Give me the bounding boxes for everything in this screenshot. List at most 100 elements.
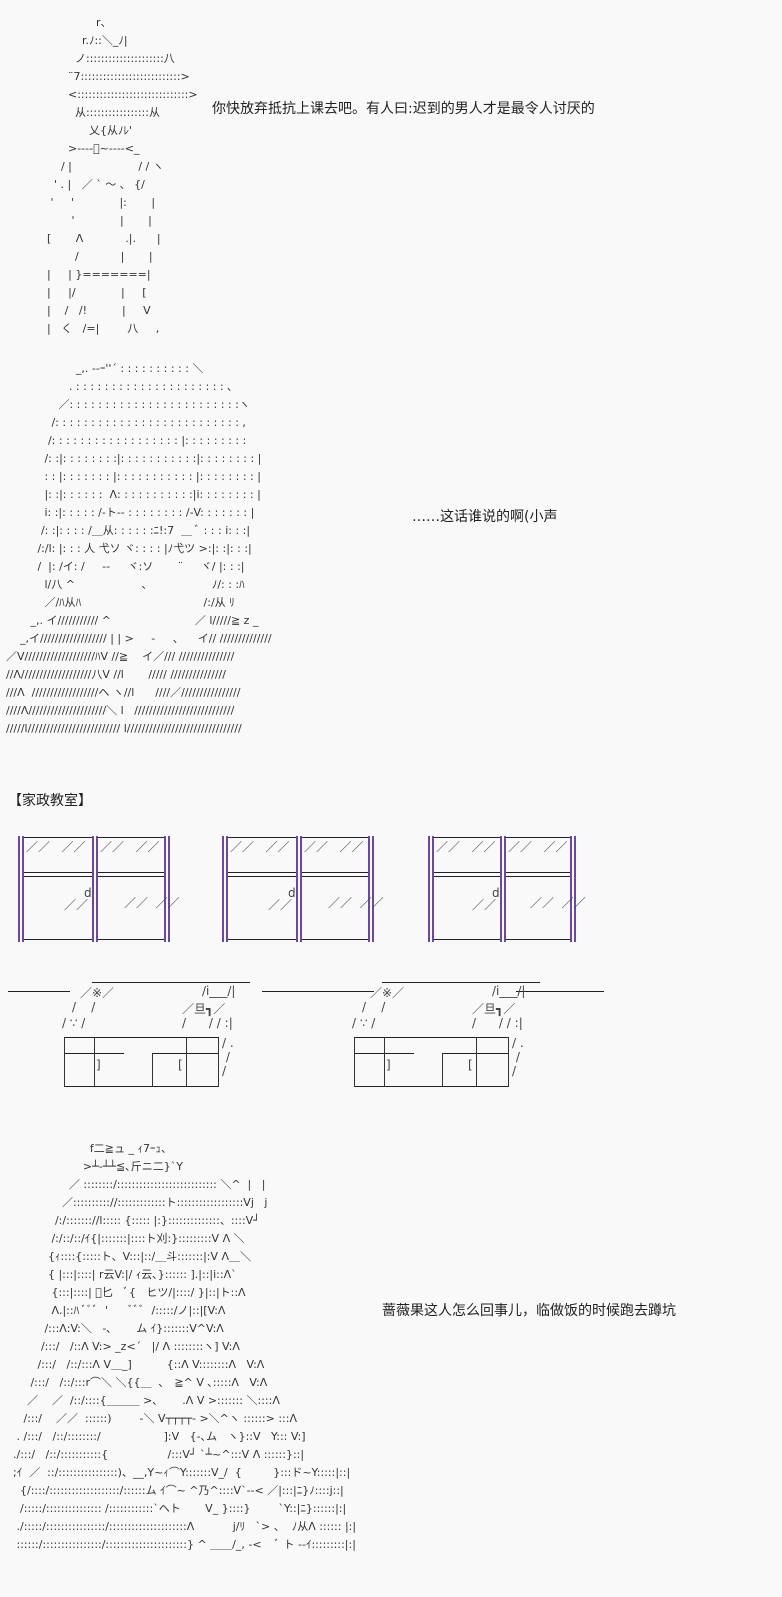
window-frame [432,836,434,942]
ascii-figure-teacher: r、 r.ﾉ::＼_ﾉ| ノ:::::::::::::::::::::八 ¨7:… [40,14,198,338]
classroom-window-2: ／／ ／／ ／／ ／／ ／／ d ／／ ／／ [222,836,384,942]
ascii-art-line: ノ:::::::::::::::::::::八 [40,52,175,65]
window-frame [18,836,20,942]
glass-reflection: ／／ ／／ [100,840,160,854]
ascii-art-line: _,. ‐‐ｰ''´ : : : : : : : : : : ＼ [6,362,204,375]
window-frame [570,836,572,942]
ascii-art-line: /:::::/::::::::::::::: /::::::::::::`ヘト … [6,1502,347,1515]
ascii-art-line: . /:::/ /::/::::::::/ ]:V {‐､ム ヽ}::V Y::… [6,1430,306,1443]
cabinet-side: / . / / [222,1036,234,1078]
glass-reflection: ／／ ／／ [328,896,384,910]
ascii-art-line: _,イ////////////////// | | > ‐ 、 イ// ////… [6,632,272,645]
ascii-art-line: ;ｲ ／ ::/::::::::::::::::)、__,Y~ｨ⌒Y::::::… [6,1466,351,1479]
ascii-art-line: | |/ | [ [40,286,147,299]
ascii-art-line: /:/::::::://l::::: {::::: |:}:::::::::::… [6,1214,260,1227]
window-frame [500,836,502,942]
kitchen-cabinet-2: ／※／ /i___/| / / ／旦┓／ / ∵ / / / / :| ] [ … [352,980,544,1090]
ascii-art-line: /: : : : : : : : : : : : : : : : : : : :… [6,416,246,429]
cabinet-top-symbol: / / / :| [472,1016,523,1030]
ascii-art-line: 从:::::::::::::::::从 [40,106,160,119]
ascii-art-line: r、 [40,16,112,29]
ascii-art-line: / | / / ヽ [40,160,164,173]
ascii-art-line: /:::/ /::/:::Λ V＿_] {::Λ V::::::::Λ V:Λ [6,1358,265,1371]
glass-reflection: ／／ [472,898,497,912]
cabinet-handle: ] [386,1058,391,1072]
ascii-art-line: /: :|: : : : : : : :|: : : : : : : : : :… [6,452,262,465]
window-frame [574,836,576,942]
ascii-art-line: / | | [40,250,153,263]
ascii-art-line: i: :|: : : : : /‐ト‐‐ : : : : : : : : /‐V… [6,506,255,519]
glass-reflection: ／／ [64,898,89,912]
classroom-window-1: ／／ ／／ ／／ ／／ ／／ d ／／ ／／ [18,836,180,942]
window-handle: d [84,886,92,900]
window-frame [372,836,374,942]
ascii-art-line: ' ' |: | [40,196,156,209]
ascii-art-line: | | }=======| [40,268,151,281]
ascii-figure-girl: f二≧ュ _ ｨ7ｰｭ、 >┴‐┴┴≦､斤ニ二}`Y ／ ::::::::/::… [6,1140,356,1554]
ascii-art-line: {:::|::::| ﾞ匕 ﾞ{ ヒツ/|::::/ }|::|ト::Λ [6,1286,246,1299]
classroom-window-3: ／／ ／／ ／／ ／／ ／／ d ／／ ／／ [428,836,586,942]
counter-edge [262,991,374,992]
glass-reflection: ／／ ／／ [124,896,180,910]
cabinet-top-symbol: / ∵ / [352,1016,376,1030]
glass-reflection: ／／ ／／ [230,840,290,854]
cabinet-top-symbol: / / [362,1000,386,1014]
ascii-art-line: ／ ::::::::/::::::::::::::::::::::::::: ＼… [6,1178,266,1191]
ascii-art-line: ／V///////////////////ﾊV //≧ イ／/// //////… [6,650,235,663]
window-frame [222,836,224,942]
ascii-art-line: /////l///////////////////////// l///////… [6,722,242,735]
stove-icon: ／旦┓／ [182,1002,226,1016]
cabinet-top-symbol: / / / :| [182,1016,233,1030]
stove-icon: ／旦┓／ [472,1002,516,1016]
ascii-art-line: ////Λ/////////////////////＼ l //////////… [6,704,235,717]
cabinet-top-symbol: ／※／ [80,986,115,1000]
cabinet-top-symbol: /i___/| [492,984,526,998]
location-label: 【家政教室】 [8,793,92,809]
cabinet-top-symbol: / / [72,1000,96,1014]
ascii-art-line: ::::::/::::::::::::::::/::::::::::::::::… [6,1538,356,1551]
glass-reflection: ／／ ／／ [508,840,568,854]
cabinet-top-symbol: /i___/| [202,984,236,998]
ascii-art-line: | / /! | V [40,304,151,317]
ascii-art-line: >┴‐┴┴≦､斤ニ二}`Y [6,1160,183,1173]
ascii-art-line: ／ ／ /::/::::{＿＿＿ >､ .Λ V >::::::: ＼::::Λ [6,1394,280,1407]
window-frame [226,836,228,942]
glass-reflection: ／／ ／／ [26,840,86,854]
window-frame [504,836,506,942]
cabinet-handle: [ [178,1058,183,1072]
speech-line-3: 蔷薇果这人怎么回事儿，临做饭的时候跑去蹲坑 [382,1303,676,1319]
window-frame [300,836,302,942]
ascii-art-line: { |:::|::::| r云V:|/ ｨ云､}:::::: ].|::|i::… [6,1268,237,1281]
ascii-art-line: / |: /イ: / ‐‐ ヾ:ソ ¨ ヾ/ |: : :| [6,560,245,573]
ascii-art-line: <::::::::::::::::::::::::::::::> [40,88,198,101]
glass-reflection: ／／ ／／ [304,840,364,854]
counter-edge [8,991,70,992]
window-frame [92,836,94,942]
ascii-art-line: /:::/ ／／ ::::::) ‐＼ V┬┬┬┬‐ >＼^ヽ ::::::> … [6,1412,297,1425]
cabinet-top-symbol: / ∵ / [62,1016,86,1030]
ascii-art-line: [ Λ .|. | [40,232,161,245]
window-frame [164,836,166,942]
ascii-art-line: /:::/ /::Λ V:> _z<´ |/ Λ ::::::::ヽ] V:Λ [6,1340,240,1353]
ascii-art-line: /: :|: : : : /＿从: : : : : :ﾆ!:7 ＿ ﾞ : : … [6,524,251,537]
window-frame [368,836,370,942]
kitchen-cabinet-1: ／※／ /i___/| / / ／旦┓／ / ∵ / / / / :| ] [ … [62,980,254,1090]
window-frame [96,836,98,942]
ascii-figure-student: _,. ‐‐ｰ''´ : : : : : : : : : : ＼ . : : :… [6,360,272,738]
window-handle: d [492,886,500,900]
ascii-art-line: ／: : : : : : : : : : : : : : : : : : : :… [6,398,250,411]
ascii-art-line: ／/ﾊ从ﾊ /:/从 ﾘ [6,596,235,609]
ascii-art-line: {ｨ::::{:::::ト、V:::|::/＿斗:::::::|:V Λ＿＼ [6,1250,252,1263]
ascii-art-line: l/八 ^ 、 ﾉ/: : :ﾊ [6,578,245,591]
ascii-art-line: ／:::::::::://:::::::::::::ト:::::::::::::… [6,1196,268,1209]
ascii-art-line: >--‐‐ﾞ~‐‐--<_ [40,142,140,155]
counter-edge [516,991,604,992]
ascii-art-line: /:/::/::/ｲ{|:::::::|::::ト刈:}:::::::::V Λ… [6,1232,245,1245]
speech-line-2: ……这话谁说的啊(小声 [412,509,558,525]
window-frame [428,836,430,942]
ascii-art-line: _,. イ/////////// ^ ／ l/////≧ z _ [6,614,259,627]
ascii-art-line: ///Λ //////////////////ヘ ヽ//l ////／/////… [6,686,241,699]
ascii-art-line: /:::Λ:V:＼ ‐､ ム ｲ}:::::::V^V:Λ [6,1322,224,1335]
cabinet-handle: [ [468,1058,473,1072]
ascii-art-line: ' . | ／ ` ～ 、 {/ [40,178,145,191]
